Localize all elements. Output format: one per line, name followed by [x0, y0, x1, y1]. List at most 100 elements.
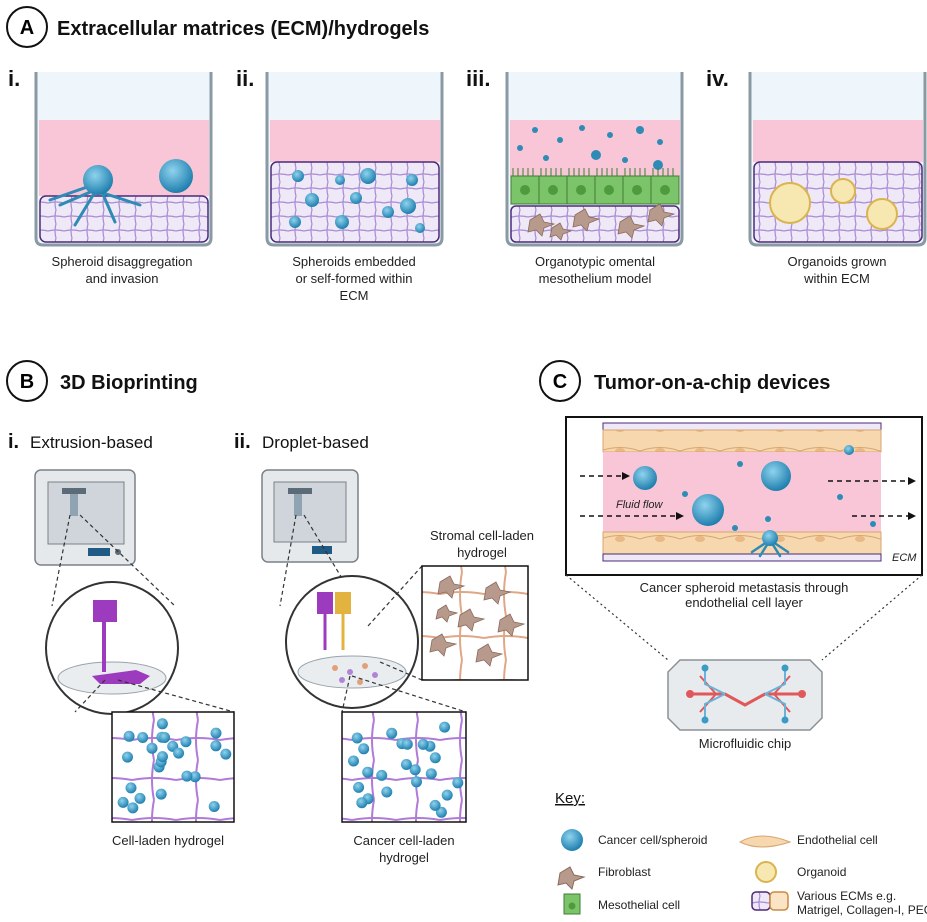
- ecm-orange-icon: [769, 891, 789, 911]
- well-i: [34, 72, 213, 247]
- section-b-header: B 3D Bioprinting: [6, 360, 198, 402]
- cancer-cell: [210, 727, 222, 739]
- cancer-cell: [146, 742, 158, 754]
- bioprinter-droplet: [261, 469, 359, 563]
- cancer-cell: [123, 730, 135, 742]
- cancer-cell: [441, 789, 453, 801]
- cancer-cell: [210, 740, 222, 752]
- cancer-cell: [409, 764, 421, 776]
- section-b-title: 3D Bioprinting: [60, 372, 198, 394]
- zoom-extrusion-nozzle: [45, 581, 179, 715]
- cancer-cell-icon: [561, 829, 583, 851]
- section-c-letter: C: [553, 371, 567, 393]
- cancer-cell: [173, 747, 185, 759]
- cancer-cell: [376, 769, 388, 781]
- cancer-caption-1: Cancer cell-laden: [353, 833, 454, 848]
- inset-stromal-hydrogel: [421, 565, 529, 681]
- cancer-cell: [220, 748, 232, 760]
- zoom-droplet-nozzle: [285, 575, 419, 709]
- key-item-fibroblast: Fibroblast: [598, 865, 651, 879]
- cancer-cell: [181, 770, 193, 782]
- section-c-header: C Tumor-on-a-chip devices: [539, 360, 830, 402]
- cancer-cell: [155, 788, 167, 800]
- cancer-cell: [429, 752, 441, 764]
- section-a-title: Extracellular matrices (ECM)/hydrogels: [57, 18, 429, 40]
- ecm-layer: [39, 195, 209, 243]
- cancer-cell: [439, 721, 451, 733]
- microfluidic-chip: [667, 659, 823, 731]
- section-a-letter: A: [20, 17, 34, 39]
- panel-a-ii-numeral: ii.: [236, 66, 254, 91]
- cancer-cell: [117, 796, 129, 808]
- inset-cancer-cell-hydrogel: [341, 711, 467, 823]
- panel-a-iii-numeral: iii.: [466, 66, 490, 91]
- stromal-caption-2: hydrogel: [457, 545, 507, 560]
- panel-a-i-numeral: i.: [8, 66, 20, 91]
- well-ii-caption-1: Spheroids embedded: [292, 254, 416, 269]
- well-ii-caption-3: ECM: [340, 288, 369, 303]
- bioprinter-extrusion: [34, 469, 136, 566]
- key-item-ecm-1: Various ECMs e.g.: [797, 889, 896, 903]
- key-item-mesothelial: Mesothelial cell: [598, 898, 680, 912]
- well-iv-caption-1: Organoids grown: [788, 254, 887, 269]
- panel-b-ii-numeral: ii.: [234, 431, 251, 453]
- ecm-purple-icon: [751, 891, 771, 911]
- mesothelial-layer: [510, 168, 680, 205]
- cancer-cell: [381, 786, 393, 798]
- cancer-cell: [452, 777, 464, 789]
- cancer-cell: [358, 743, 370, 755]
- cancer-cell: [400, 759, 412, 770]
- key-legend: Key: Cancer cell/spheroid Endothelial ce…: [555, 790, 927, 917]
- cancer-cell: [386, 727, 398, 739]
- stromal-caption-1: Stromal cell-laden: [430, 528, 534, 543]
- key-item-endothelial: Endothelial cell: [797, 833, 878, 847]
- panel-a-iv-numeral: iv.: [706, 66, 729, 91]
- panel-b-ii-label: Droplet-based: [262, 433, 369, 452]
- cancer-cell: [351, 732, 363, 744]
- fibroblasts: [527, 203, 676, 241]
- cancer-cell: [134, 792, 146, 804]
- key-item-cancer: Cancer cell/spheroid: [598, 833, 707, 847]
- cancer-cell: [362, 766, 374, 778]
- cancer-cell: [401, 738, 413, 750]
- cancer-cell: [189, 771, 201, 783]
- tumor-chip-channel: [565, 416, 923, 576]
- cancer-cell: [137, 732, 149, 743]
- cancer-cell: [348, 755, 359, 767]
- well-i-caption-1: Spheroid disaggregation: [52, 254, 193, 269]
- panel-b-i-numeral: i.: [8, 431, 19, 453]
- well-iv: [748, 72, 927, 247]
- well-ii: [265, 72, 444, 247]
- cancer-cell: [429, 799, 441, 811]
- key-item-ecm-2: Matrigel, Collagen-I, PEG: [797, 903, 927, 917]
- cancer-cell: [125, 782, 137, 794]
- key-title: Key:: [555, 790, 585, 807]
- section-b-letter: B: [20, 371, 34, 393]
- ecm-label: ECM: [892, 552, 917, 564]
- inset-i-caption: Cell-laden hydrogel: [112, 833, 224, 848]
- invading-spheroid: [48, 165, 142, 227]
- cancer-cell: [411, 776, 422, 788]
- cancer-cell: [127, 802, 139, 814]
- cancer-cell: [356, 797, 368, 809]
- key-item-organoid: Organoid: [797, 865, 846, 879]
- cancer-cell: [159, 732, 171, 743]
- well-i-caption-2: and invasion: [86, 271, 159, 286]
- section-a-header: A Extracellular matrices (ECM)/hydrogels: [6, 6, 429, 48]
- panel-b-i-label: Extrusion-based: [30, 433, 153, 452]
- well-iii-caption-2: mesothelium model: [539, 271, 652, 286]
- fibroblast-icon: [557, 866, 586, 890]
- cancer-cell: [157, 751, 168, 763]
- section-a-badge: [6, 6, 48, 48]
- chip-caption-1: Cancer spheroid metastasis through: [640, 580, 849, 595]
- cancer-cell: [353, 781, 365, 793]
- section-c-title: Tumor-on-a-chip devices: [594, 372, 830, 394]
- well-iii-caption-1: Organotypic omental: [535, 254, 655, 269]
- microfluidic-chip-label: Microfluidic chip: [699, 736, 791, 751]
- cancer-cell: [417, 738, 429, 750]
- cancer-cell: [208, 801, 220, 812]
- organoid-icon: [755, 861, 777, 883]
- well-iv-caption-2: within ECM: [803, 271, 870, 286]
- cancer-spheroid: [159, 159, 193, 193]
